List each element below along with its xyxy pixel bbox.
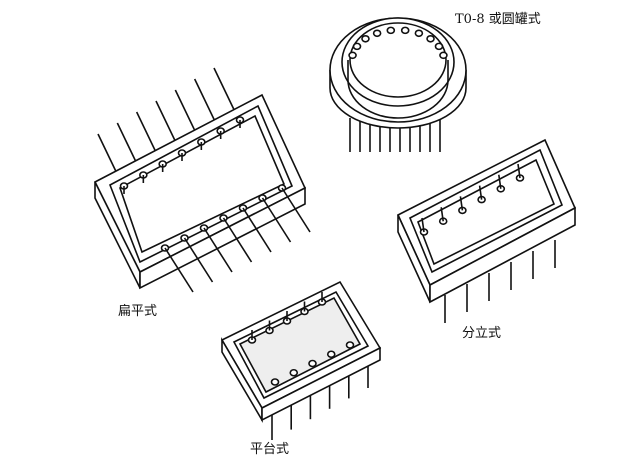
lead — [164, 247, 194, 293]
lead — [498, 174, 502, 189]
pin-pad — [326, 350, 336, 359]
to8-package — [329, 17, 467, 152]
pin-pad — [426, 34, 435, 43]
lead — [478, 185, 483, 200]
pin-pad — [439, 51, 448, 60]
lead — [421, 217, 425, 233]
pin-pad — [289, 368, 299, 377]
lead — [261, 197, 292, 243]
lead — [203, 227, 233, 273]
lead — [183, 237, 214, 283]
pin-pad — [270, 378, 280, 386]
label-discrete: 分立式 — [462, 326, 502, 341]
pin-pad — [414, 29, 424, 38]
label-platform: 平台式 — [250, 442, 290, 457]
lead — [281, 187, 311, 233]
lead — [440, 207, 444, 222]
label-to8: T0-8 或圆罐式 — [455, 12, 541, 27]
pin-pad — [386, 26, 396, 35]
pin-pad — [400, 26, 410, 35]
label-flat: 扁平式 — [118, 304, 158, 319]
lead — [517, 163, 521, 179]
pin-pad — [308, 359, 317, 368]
lead — [242, 207, 272, 253]
lead — [222, 217, 253, 263]
pin-pad — [372, 29, 382, 38]
lead — [459, 196, 464, 211]
pin-pad — [361, 34, 370, 43]
discrete-package — [396, 138, 577, 323]
flat-package — [93, 67, 311, 293]
pin-pad — [352, 42, 362, 51]
platform-package — [220, 280, 382, 440]
pin-pad — [345, 341, 355, 349]
pin-pad — [348, 51, 357, 60]
pin-pad — [434, 42, 444, 51]
